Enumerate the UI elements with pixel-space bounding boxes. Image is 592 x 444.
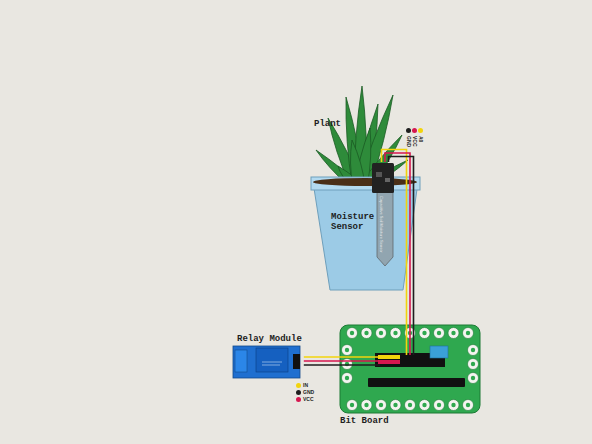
pad-hole <box>379 331 383 335</box>
pad-hole <box>345 348 349 352</box>
part-label: Relay Module <box>237 334 302 344</box>
pad <box>419 400 430 411</box>
pin-dot <box>296 390 301 395</box>
pad <box>376 328 387 339</box>
pad <box>361 400 372 411</box>
part-node: PlantMoisture Sensor <box>300 115 422 293</box>
pad-hole <box>466 403 470 407</box>
wire-bundle <box>304 357 380 365</box>
pad-hole <box>379 403 383 407</box>
pad <box>390 400 401 411</box>
header-pins <box>378 355 400 359</box>
pad <box>390 328 401 339</box>
pad-hole <box>471 362 475 366</box>
pin-dot <box>296 383 301 388</box>
part-label: Moisture Sensor <box>331 212 398 232</box>
pad-hole <box>466 331 470 335</box>
probe-marking: Capacitive Soil Moisture Sensor <box>379 196 383 253</box>
pad-hole <box>437 403 441 407</box>
relay-terminal <box>235 350 247 372</box>
pad <box>342 359 353 370</box>
pad-hole <box>345 376 349 380</box>
pad-hole <box>364 403 368 407</box>
pad-hole <box>422 403 426 407</box>
pad-hole <box>408 403 412 407</box>
pin-dot <box>418 128 423 133</box>
wire <box>304 360 380 362</box>
pad-hole <box>471 376 475 380</box>
part-node: Relay Module <box>233 334 304 378</box>
pad <box>434 328 445 339</box>
relay-board <box>233 346 300 378</box>
pot-rim <box>311 177 420 190</box>
pin-dot <box>296 397 301 402</box>
part-label: Plant <box>314 119 341 129</box>
header-pins <box>378 360 400 364</box>
sensor-chip <box>376 172 382 177</box>
sensor-chip <box>385 178 390 182</box>
pad-hole <box>393 403 397 407</box>
pad <box>468 359 479 370</box>
pad-hole <box>451 403 455 407</box>
wire <box>304 356 380 358</box>
edge-connector <box>368 378 465 387</box>
part-label: Bit Board <box>340 416 389 426</box>
pad-hole <box>437 331 441 335</box>
pad <box>347 328 358 339</box>
pin-name: GND <box>406 136 411 147</box>
sensor-node: Moisture Sensor <box>330 162 398 262</box>
pad <box>342 345 353 356</box>
pad <box>376 400 387 411</box>
pad <box>347 400 358 411</box>
pad-hole <box>364 331 368 335</box>
wire <box>304 364 380 366</box>
pin-name: VCC <box>303 397 314 402</box>
pad <box>434 400 445 411</box>
pad-hole <box>471 348 475 352</box>
pad <box>468 373 479 384</box>
pin-name: A0 <box>418 136 423 142</box>
pad <box>342 373 353 384</box>
pin-name: IN <box>303 383 308 388</box>
pin-dot <box>406 128 411 133</box>
pad <box>405 400 416 411</box>
pad <box>419 328 430 339</box>
relay-block <box>256 348 288 372</box>
relay-marking <box>262 365 280 366</box>
pin-name: VCC <box>412 136 417 147</box>
wire <box>382 150 407 356</box>
soil <box>313 178 417 186</box>
pad-hole <box>350 331 354 335</box>
pad-hole <box>451 331 455 335</box>
pad <box>463 328 474 339</box>
pad <box>468 345 479 356</box>
pin-dot <box>412 128 417 133</box>
pin-name: GND <box>303 390 314 395</box>
board-sensor <box>430 346 448 358</box>
wire-bundle <box>382 150 414 356</box>
board-node: Bit Board <box>340 325 480 430</box>
pad <box>463 400 474 411</box>
sensor-probe <box>377 190 393 266</box>
pad-hole <box>422 331 426 335</box>
pad <box>448 400 459 411</box>
plant-leaves <box>316 86 408 186</box>
pad <box>361 328 372 339</box>
relay-header <box>293 354 300 369</box>
pad-hole <box>393 331 397 335</box>
wire <box>389 157 414 356</box>
relay-marking <box>262 362 282 363</box>
sensor-board <box>372 163 394 193</box>
wire <box>385 153 410 355</box>
pot <box>313 182 418 290</box>
pad-hole <box>350 403 354 407</box>
pad <box>448 328 459 339</box>
